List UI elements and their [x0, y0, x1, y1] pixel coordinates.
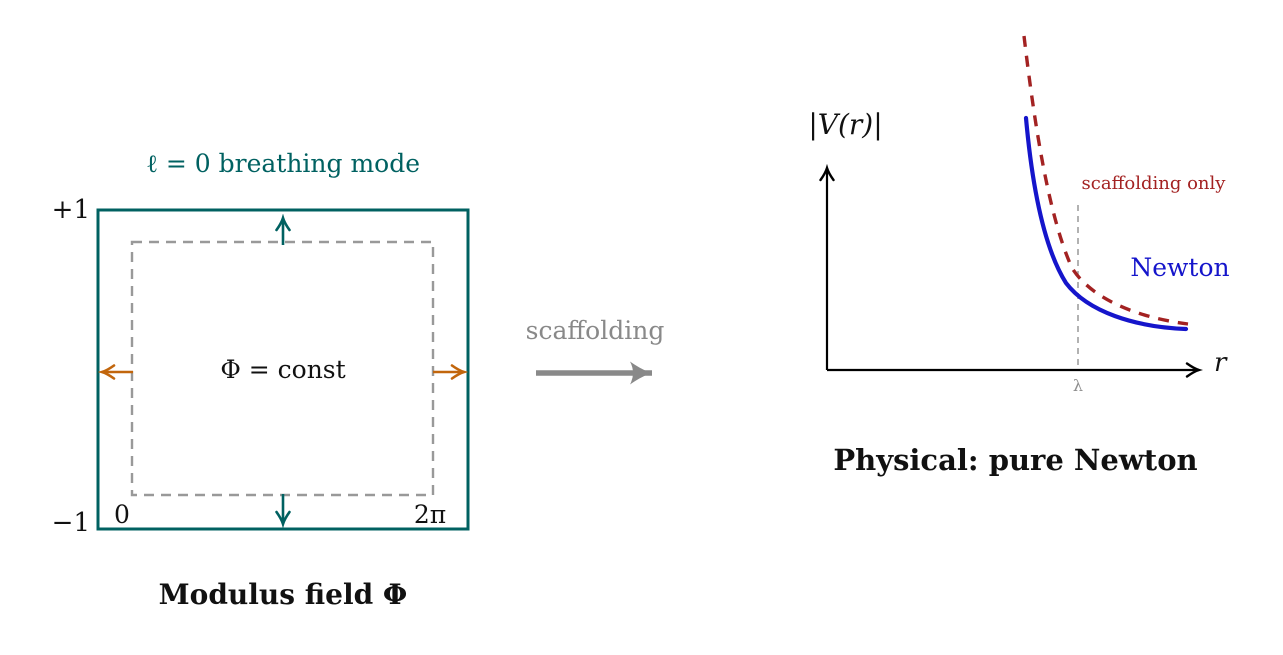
newton-curve-label: Newton: [1130, 253, 1230, 282]
r-axis-label: r: [1214, 348, 1227, 378]
phi-const-label: Φ = const: [220, 355, 346, 384]
x-zero-label: 0: [114, 500, 130, 529]
lambda-label: λ: [1072, 376, 1084, 395]
physical-caption: Physical: pure Newton: [833, 443, 1198, 477]
phi-minus-one-label: −1: [51, 508, 90, 538]
modulus-field-caption: Modulus field Φ: [158, 578, 408, 611]
phi-plus-one-label: +1: [51, 195, 90, 225]
scaffolding-arrow-label: scaffolding: [525, 316, 665, 345]
scaffolding-only-curve: [1022, 35, 1189, 326]
newton-curve: [1023, 115, 1189, 332]
scaffolding-only-curve-label: scaffolding only: [1081, 173, 1226, 194]
potential-axis-label: |V(r)|: [808, 108, 883, 141]
breathing-mode-title: ℓ = 0 breathing mode: [145, 149, 421, 178]
x-two-pi-label: 2π: [413, 500, 447, 529]
